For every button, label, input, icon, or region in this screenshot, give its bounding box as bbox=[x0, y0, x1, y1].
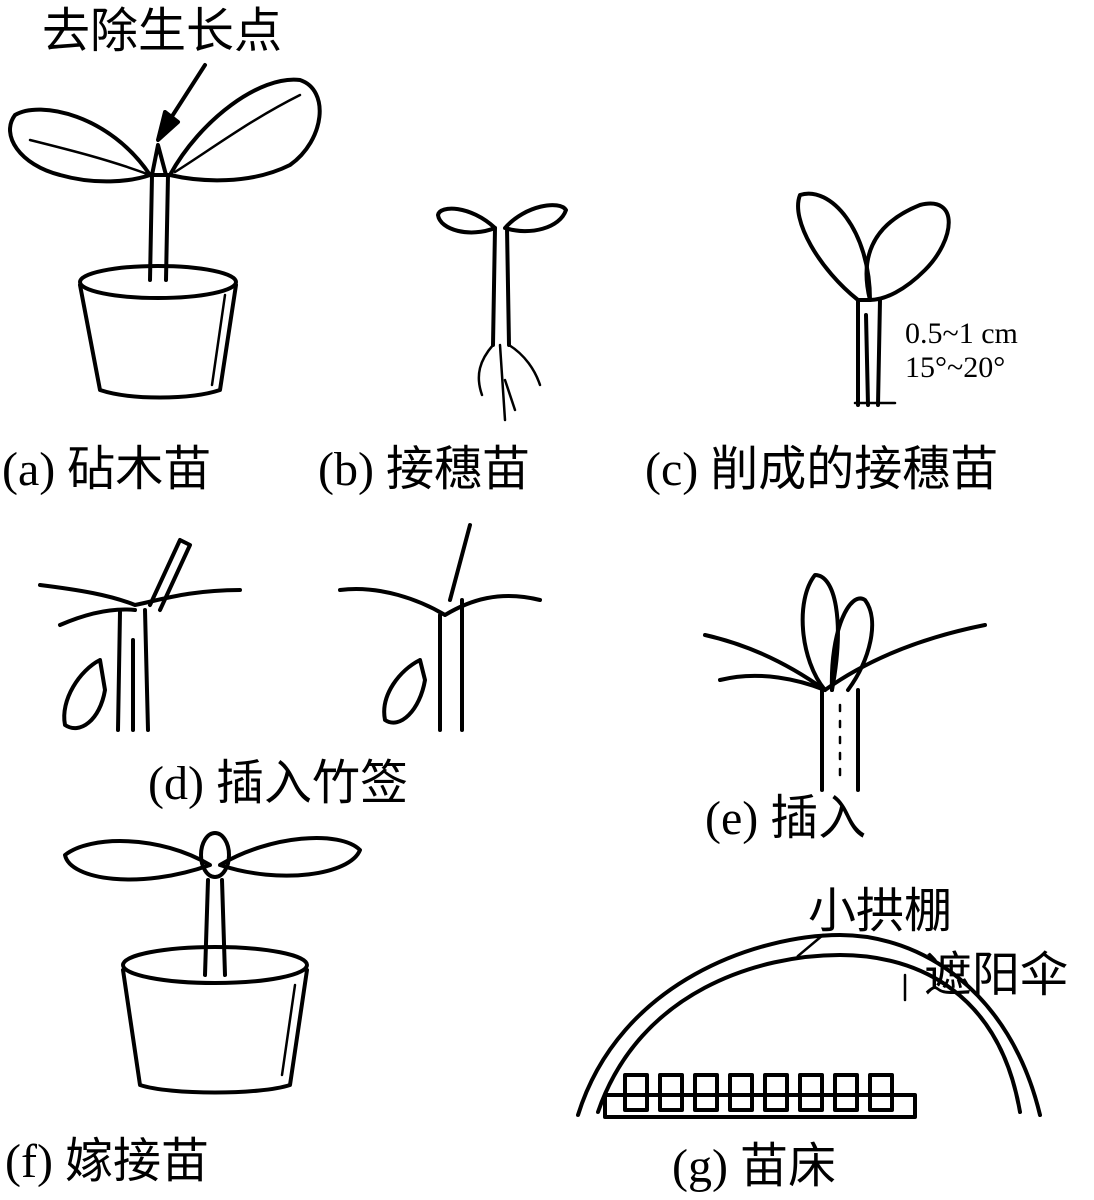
figure-d-inserting-bamboo-stick bbox=[38, 523, 542, 732]
figure-a-rootstock-seedling bbox=[8, 63, 322, 400]
shade-cover-label: 遮阳伞 bbox=[924, 949, 1069, 1002]
figure-b-scion-seedling bbox=[436, 203, 568, 422]
cut-length-label: 0.5~1 cm bbox=[905, 317, 1018, 350]
caption-f: (f) 嫁接苗 bbox=[5, 1135, 209, 1188]
caption-c: (c) 削成的接穗苗 bbox=[645, 443, 999, 496]
arch-shed-line bbox=[576, 933, 1042, 1117]
caption-b: (b) 接穗苗 bbox=[318, 443, 530, 496]
caption-a: (a) 砧木苗 bbox=[2, 443, 212, 496]
figure-g-nursery-bed bbox=[576, 933, 1042, 1119]
remove-growing-point-label: 去除生长点 bbox=[42, 5, 283, 58]
caption-g: (g) 苗床 bbox=[672, 1140, 836, 1193]
caption-e: (e) 插入 bbox=[705, 792, 867, 845]
figure-e-inserted bbox=[703, 573, 987, 792]
cut-angle-label: 15°~20° bbox=[905, 351, 1006, 384]
caption-d: (d) 插入竹签 bbox=[148, 757, 408, 810]
figure-f-grafted-seedling bbox=[63, 831, 362, 1095]
shade-cover-line bbox=[596, 953, 1022, 1114]
small-arch-shed-label: 小拱棚 bbox=[808, 885, 953, 938]
figure-c-cut-scion bbox=[796, 191, 951, 407]
